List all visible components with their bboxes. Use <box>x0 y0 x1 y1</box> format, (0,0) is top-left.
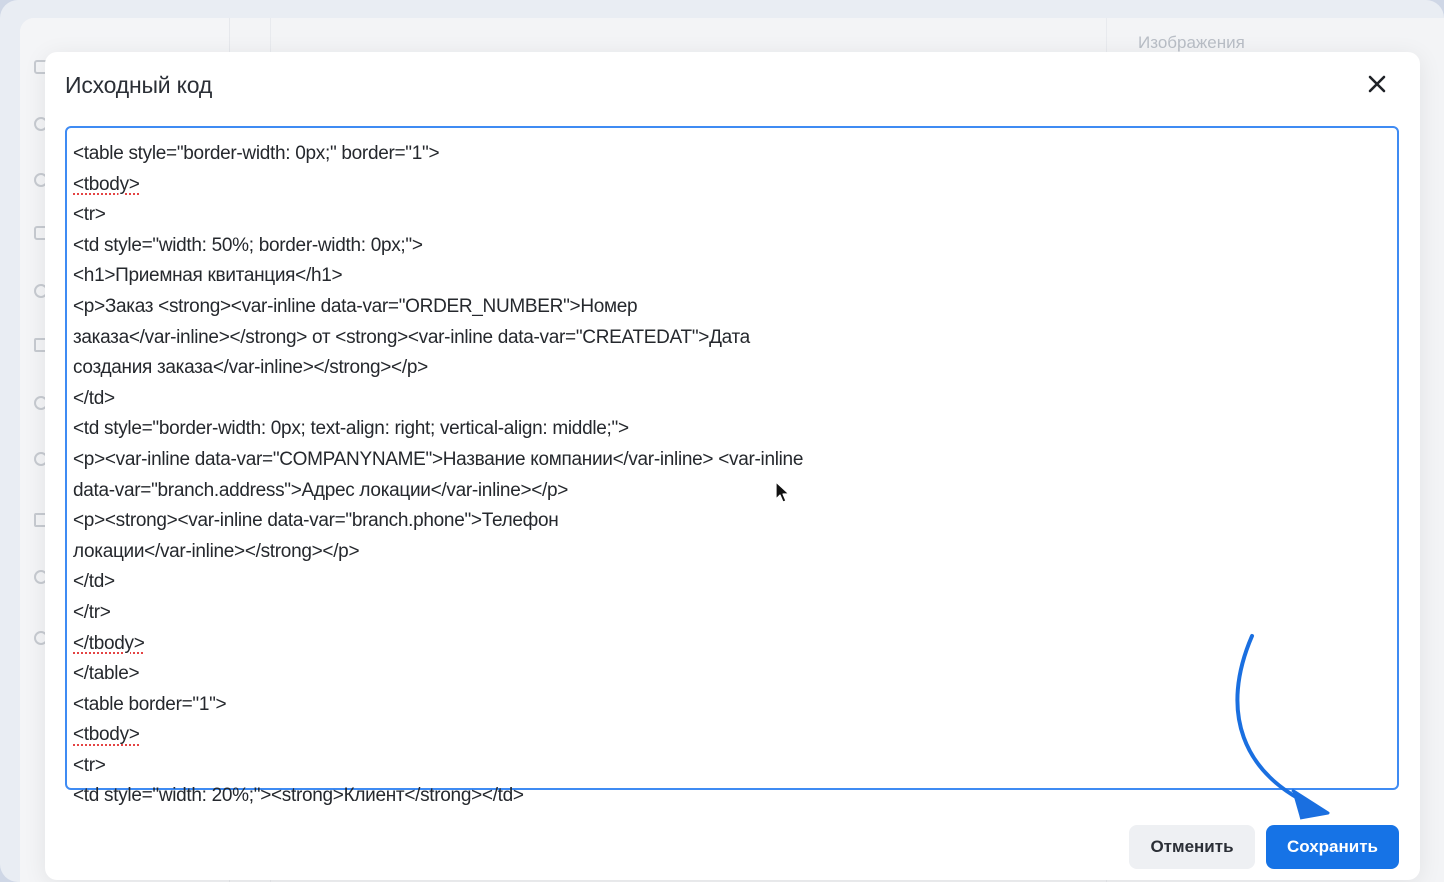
modal-title: Исходный код <box>65 72 213 98</box>
save-button[interactable]: Сохранить <box>1266 825 1399 869</box>
code-line: создания заказа</var-inline></strong></p… <box>73 357 428 379</box>
code-line: data-var="branch.address">Адрес локации<… <box>73 479 569 501</box>
code-line: </td> <box>73 387 115 409</box>
code-line: </tr> <box>73 601 111 623</box>
code-line: <p>Заказ <strong><var-inline data-var="O… <box>73 295 638 317</box>
close-icon <box>1368 75 1386 93</box>
code-line: <td style="width: 50%; border-width: 0px… <box>73 234 423 256</box>
code-line: </tbody> <box>73 632 145 654</box>
code-line: <td style="border-width: 0px; text-align… <box>73 418 629 440</box>
bg-images-tab: Изображения <box>1138 33 1245 52</box>
code-line: <tr> <box>73 754 106 776</box>
code-line: <td style="width: 20%;"><strong>Клиент</… <box>73 785 524 807</box>
code-line: заказа</var-inline></strong> от <strong>… <box>73 326 750 348</box>
code-line: <table border="1"> <box>73 693 227 715</box>
code-line: <tbody> <box>73 173 140 195</box>
code-line: <p><var-inline data-var="COMPANYNAME">На… <box>73 448 804 470</box>
code-line: <p><strong><var-inline data-var="branch.… <box>73 510 559 532</box>
cancel-button[interactable]: Отменить <box>1129 825 1255 869</box>
code-line: <table style="border-width: 0px;" border… <box>73 143 440 164</box>
source-code-textarea[interactable]: <table style="border-width: 0px;" border… <box>65 126 1399 806</box>
source-code-modal: Исходный код <table style="border-width:… <box>45 52 1420 880</box>
code-line: </table> <box>73 663 140 685</box>
code-line: <tr> <box>73 204 106 226</box>
code-line: </td> <box>73 571 115 593</box>
close-button[interactable] <box>1361 72 1393 96</box>
code-line: <h1>Приемная квитанция</h1> <box>73 265 343 287</box>
code-line: <tbody> <box>73 724 140 746</box>
code-line: локации</var-inline></strong></p> <box>73 540 360 562</box>
